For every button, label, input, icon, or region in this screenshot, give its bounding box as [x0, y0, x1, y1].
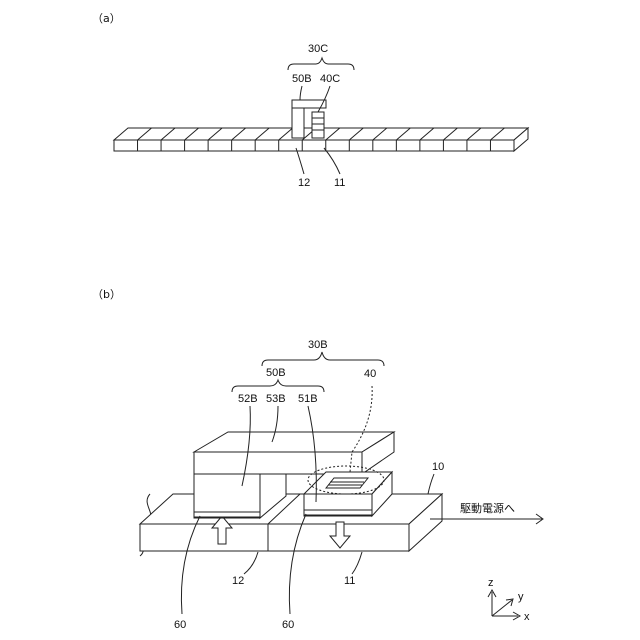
label-60-left: 60	[174, 619, 186, 631]
label-12-b: 12	[232, 575, 244, 587]
label-power: 駆動電源へ	[460, 501, 515, 515]
axis-triad	[488, 590, 520, 620]
axis-y-label: y	[518, 591, 524, 603]
panel-a-group-brace	[288, 58, 354, 70]
label-11-a: 11	[334, 177, 345, 189]
leader-50b-a	[300, 86, 302, 100]
axis-x-label: x	[524, 611, 530, 623]
top-plate	[194, 432, 394, 474]
axis-z-label: z	[488, 577, 494, 589]
label-12-a: 12	[298, 177, 310, 189]
panel-a-label: （a）	[92, 12, 121, 25]
panel-b-rail	[140, 494, 442, 551]
label-40c: 40C	[320, 73, 340, 85]
label-50b-a: 50B	[292, 73, 312, 85]
leader-11-a	[324, 148, 340, 174]
label-53b: 53B	[266, 393, 286, 405]
label-60-right: 60	[282, 619, 294, 631]
brace-50b	[232, 380, 324, 392]
leader-12-a	[296, 148, 304, 174]
label-52b: 52B	[238, 393, 258, 405]
brace-30b	[262, 352, 384, 366]
leader-10	[428, 474, 434, 494]
leader-12-b	[244, 552, 258, 574]
label-11-b: 11	[344, 575, 355, 587]
label-30c: 30C	[308, 43, 328, 55]
label-40: 40	[364, 368, 376, 380]
label-10: 10	[432, 461, 444, 473]
label-30b: 30B	[308, 339, 328, 351]
leader-11-b	[352, 552, 362, 574]
label-51b: 51B	[298, 393, 318, 405]
label-50b-b: 50B	[266, 367, 286, 379]
panel-b-label: （b）	[92, 288, 121, 301]
